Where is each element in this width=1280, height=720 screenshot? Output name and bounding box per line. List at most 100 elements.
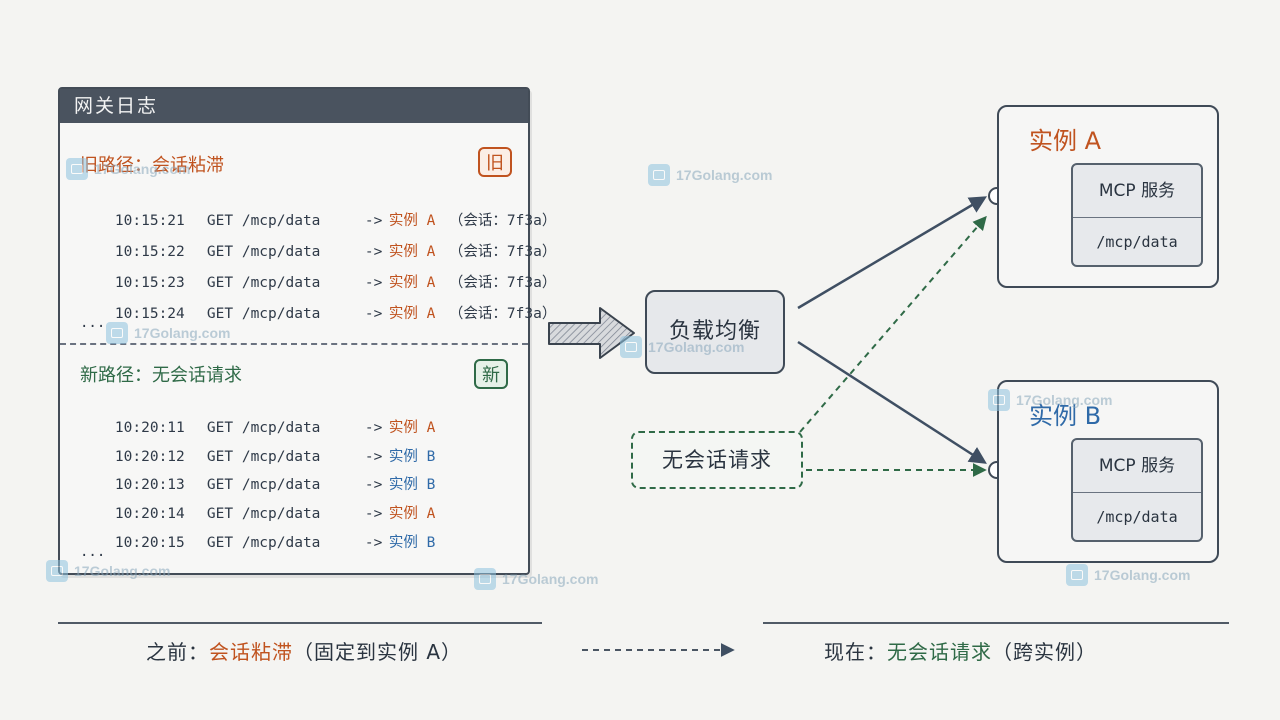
- log-time: 10:15:23: [114, 275, 185, 291]
- log-request: GET /mcp/data: [206, 420, 321, 436]
- instance-b-box: 实例 B MCP 服务 /mcp/data: [997, 380, 1219, 563]
- watermark: 17Golang.com: [66, 158, 190, 180]
- instance-a-box: 实例 A MCP 服务 /mcp/data: [997, 105, 1219, 288]
- caption-now-prefix: 现在：: [824, 640, 887, 664]
- log-arrow: ->: [364, 449, 383, 465]
- instance-a-title: 实例 A: [1029, 127, 1102, 155]
- log-arrow: ->: [364, 306, 383, 322]
- log-line: 10:15:23 GET /mcp/data -> 实例 A （会话：7f3a）: [80, 255, 556, 308]
- watermark-logo-icon: [46, 560, 68, 582]
- log-instance: 实例 B: [388, 477, 436, 493]
- log-instance: 实例 B: [388, 535, 436, 551]
- log-session: （会话：7f3a）: [448, 244, 557, 260]
- service-name: MCP 服务: [1073, 440, 1201, 493]
- new-badge: 新: [474, 359, 508, 389]
- watermark-text: 17Golang.com: [648, 339, 745, 355]
- log-arrow: ->: [364, 275, 383, 291]
- watermark-text: 17Golang.com: [94, 161, 191, 177]
- log-instance: 实例 A: [388, 306, 436, 322]
- log-instance: 实例 A: [388, 244, 436, 260]
- log-request: GET /mcp/data: [206, 306, 321, 322]
- log-time: 10:20:12: [114, 449, 185, 465]
- log-instance: 实例 A: [388, 420, 436, 436]
- caption-before-prefix: 之前：: [146, 640, 209, 664]
- log-instance: 实例 A: [388, 213, 436, 229]
- watermark-logo-icon: [474, 568, 496, 590]
- log-session: （会话：7f3a）: [448, 275, 557, 291]
- log-line: 10:20:11 GET /mcp/data -> 实例 A: [80, 400, 449, 453]
- log-panel-title: 网关日志: [60, 89, 528, 123]
- log-instance: 实例 A: [388, 275, 436, 291]
- log-time: 10:20:11: [114, 420, 185, 436]
- log-request: GET /mcp/data: [206, 477, 321, 493]
- caption-before-suffix: （固定到实例 A）: [293, 640, 463, 664]
- watermark-text: 17Golang.com: [1094, 567, 1191, 583]
- caption-rule-right: [763, 622, 1229, 624]
- log-time: 10:15:22: [114, 244, 185, 260]
- watermark: 17Golang.com: [988, 389, 1112, 411]
- watermark-text: 17Golang.com: [502, 571, 599, 587]
- caption-rule-left: [58, 622, 542, 624]
- watermark: 17Golang.com: [648, 164, 772, 186]
- watermark-text: 17Golang.com: [1016, 392, 1113, 408]
- log-time: 10:15:21: [114, 213, 185, 229]
- log-time: 10:15:24: [114, 306, 185, 322]
- watermark-logo-icon: [66, 158, 88, 180]
- log-line: 10:15:24 GET /mcp/data -> 实例 A （会话：7f3a）: [80, 286, 556, 339]
- instance-a-service-card: MCP 服务 /mcp/data: [1071, 163, 1203, 267]
- caption-before: 之前：会话粘滞（固定到实例 A）: [146, 636, 462, 665]
- log-time: 10:20:15: [114, 535, 185, 551]
- log-request: GET /mcp/data: [206, 244, 321, 260]
- log-instance: 实例 A: [388, 506, 436, 522]
- log-request: GET /mcp/data: [206, 275, 321, 291]
- log-time: 10:20:14: [114, 506, 185, 522]
- log-request: GET /mcp/data: [206, 535, 321, 551]
- section-divider: [60, 343, 528, 345]
- log-instance: 实例 B: [388, 449, 436, 465]
- new-path-title: 新路径：无会话请求: [80, 365, 242, 386]
- service-name: MCP 服务: [1073, 165, 1201, 218]
- old-path-title: 旧路径：会话粘滞: [80, 155, 224, 176]
- instance-b-service-card: MCP 服务 /mcp/data: [1071, 438, 1203, 542]
- service-path: /mcp/data: [1096, 508, 1178, 526]
- watermark-text: 17Golang.com: [74, 563, 171, 579]
- log-line: 10:15:21 GET /mcp/data -> 实例 A （会话：7f3a）: [80, 193, 556, 246]
- watermark-logo-icon: [648, 164, 670, 186]
- flow-arrow-icon: [548, 307, 635, 359]
- log-line: 10:15:22 GET /mcp/data -> 实例 A （会话：7f3a）: [80, 224, 556, 277]
- log-request: GET /mcp/data: [206, 506, 321, 522]
- watermark: 17Golang.com: [620, 336, 744, 358]
- watermark: 17Golang.com: [106, 322, 230, 344]
- watermark: 17Golang.com: [474, 568, 598, 590]
- log-arrow: ->: [364, 477, 383, 493]
- log-line: 10:20:15 GET /mcp/data -> 实例 B: [80, 515, 449, 568]
- caption-now-highlight: 无会话请求: [887, 640, 992, 664]
- watermark: 17Golang.com: [46, 560, 170, 582]
- stateless-request-node: 无会话请求: [631, 431, 803, 489]
- load-balancer-node: 负载均衡: [645, 290, 785, 374]
- log-arrow: ->: [364, 420, 383, 436]
- lb-to-instance-b-arrow: [797, 340, 987, 464]
- watermark-logo-icon: [988, 389, 1010, 411]
- watermark-logo-icon: [1066, 564, 1088, 586]
- log-line: 10:20:13 GET /mcp/data -> 实例 B: [80, 457, 449, 510]
- watermark-text: 17Golang.com: [676, 167, 773, 183]
- stateless-to-a-arrow: [799, 215, 987, 433]
- log-arrow: ->: [364, 244, 383, 260]
- watermark-logo-icon: [620, 336, 642, 358]
- caption-before-highlight: 会话粘滞: [209, 640, 293, 664]
- watermark-logo-icon: [106, 322, 128, 344]
- old-badge: 旧: [478, 147, 512, 177]
- log-session: （会话：7f3a）: [448, 213, 557, 229]
- log-arrow: ->: [364, 213, 383, 229]
- log-session: （会话：7f3a）: [448, 306, 557, 322]
- log-arrow: ->: [364, 535, 383, 551]
- log-time: 10:20:13: [114, 477, 185, 493]
- log-request: GET /mcp/data: [206, 213, 321, 229]
- caption-now: 现在：无会话请求（跨实例）: [824, 636, 1097, 665]
- new-ellipsis: ...: [80, 544, 106, 560]
- lb-to-instance-a-arrow: [797, 196, 988, 310]
